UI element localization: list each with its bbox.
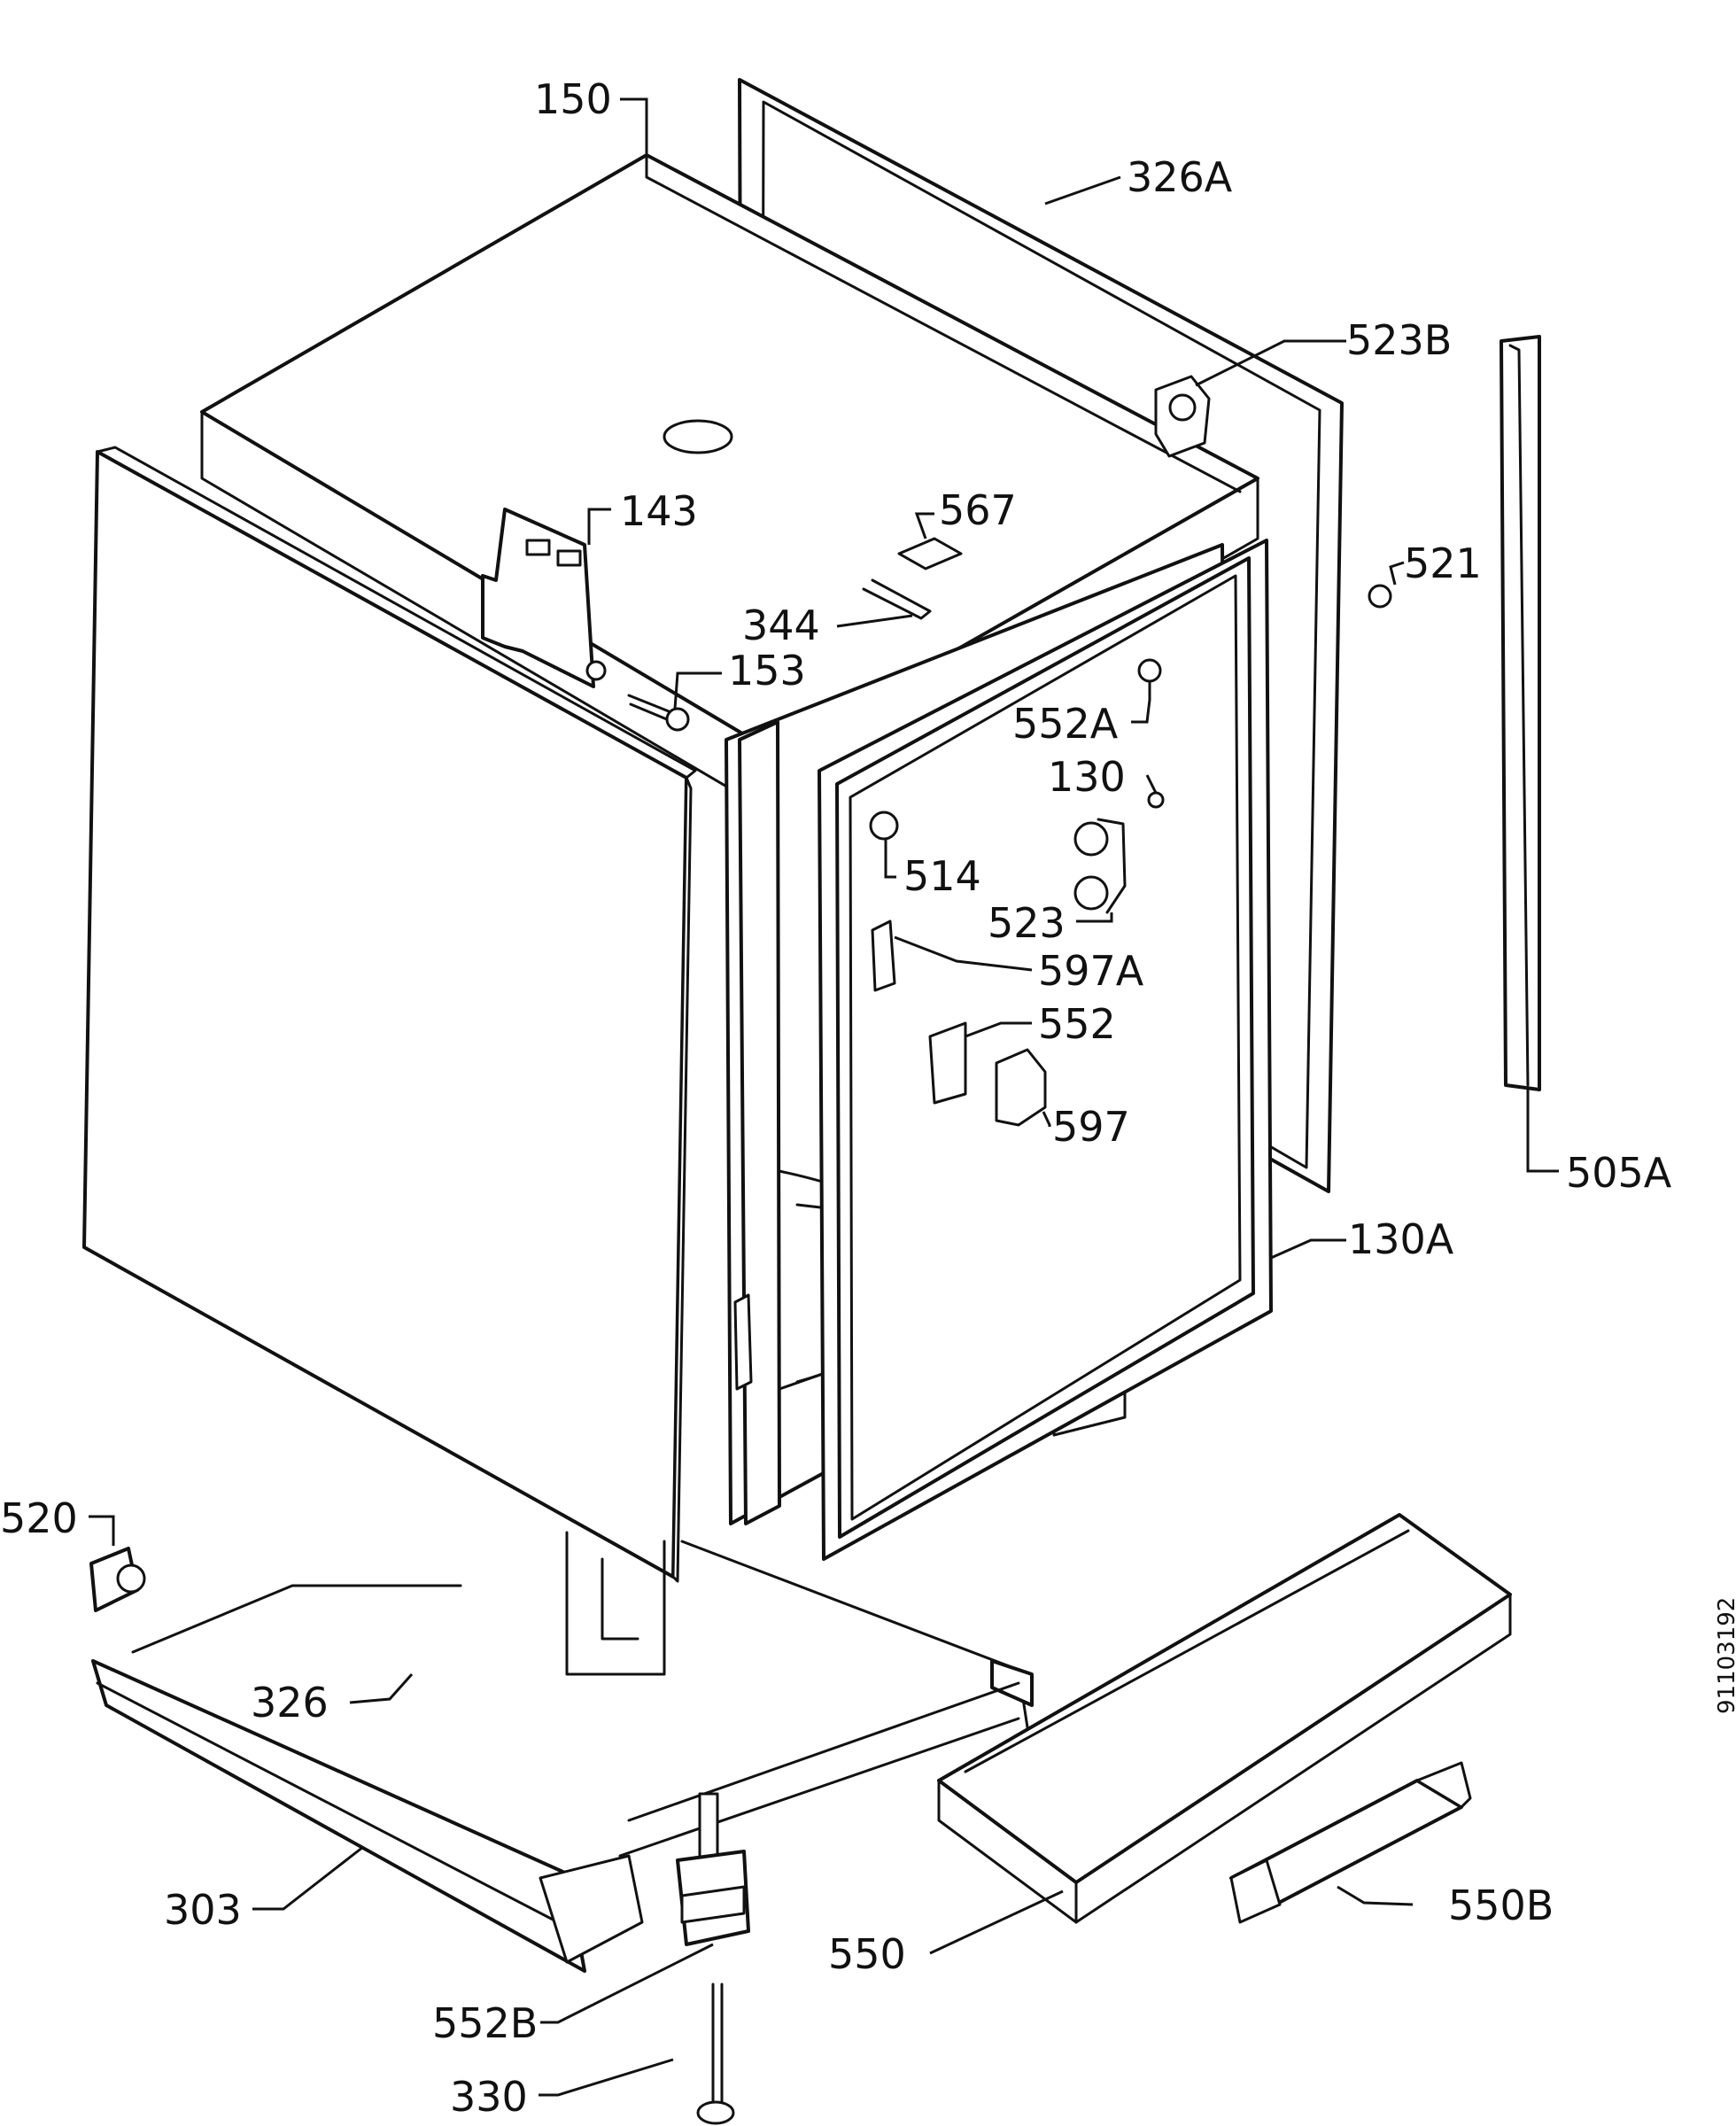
front-strip [733, 720, 781, 1525]
callout-514: 514 [903, 852, 981, 900]
callout-153: 153 [728, 647, 806, 694]
hinge-bracket-143 [481, 508, 607, 688]
plinth-rail-550 [937, 1513, 1512, 1924]
side-panel-326 [82, 446, 697, 1583]
rollers-523 [1073, 818, 1127, 914]
hinge-523B [1154, 375, 1211, 458]
screw-153 [627, 694, 690, 732]
latch-597 [995, 1048, 1047, 1127]
corner-profile-505A [1500, 335, 1541, 1091]
foot-bracket-520 [89, 1547, 146, 1612]
callout-130A: 130A [1348, 1215, 1454, 1263]
callout-552: 552 [1038, 1000, 1116, 1048]
front-rail-303 [91, 1584, 644, 1973]
callout-130: 130 [1048, 753, 1126, 801]
callout-150: 150 [534, 75, 612, 123]
callout-303: 303 [164, 1886, 242, 1934]
callout-143: 143 [620, 487, 698, 535]
leader-lines [89, 97, 1559, 2097]
callout-344: 344 [742, 601, 820, 649]
ring-130 [1147, 791, 1165, 809]
cap-521 [1368, 584, 1392, 609]
screw-330 [696, 1982, 735, 2125]
callout-330: 330 [450, 2073, 528, 2121]
callout-505A: 505A [1566, 1149, 1672, 1197]
adjustable-foot-552B [676, 1792, 750, 1946]
callout-597A: 597A [1038, 947, 1144, 995]
callout-552A: 552A [1012, 700, 1119, 748]
callout-521: 521 [1404, 539, 1482, 587]
drawing-code: 91103192 [1714, 1597, 1736, 1714]
plug-514 [869, 811, 899, 841]
clip-567 [897, 537, 963, 570]
callout-523B: 523B [1346, 316, 1452, 364]
catch-597A [871, 919, 896, 992]
callout-567: 567 [939, 486, 1017, 534]
callout-597: 597 [1052, 1103, 1130, 1151]
strip-552 [928, 1021, 967, 1105]
pin-552A [1137, 658, 1162, 702]
callout-550B: 550B [1448, 1882, 1554, 1929]
callout-550: 550 [828, 1930, 906, 1978]
spring-344 [862, 578, 932, 620]
callout-labels: 150 326A 523B 143 567 521 344 153 552A 1… [0, 75, 1672, 2121]
callout-552B: 552B [432, 1999, 538, 2047]
callout-326A: 326A [1127, 153, 1233, 201]
bracket-550B [1229, 1761, 1472, 1924]
base-frame [565, 1531, 1034, 1858]
callout-326: 326 [251, 1679, 329, 1726]
callout-523: 523 [988, 899, 1066, 947]
callout-520: 520 [0, 1494, 78, 1542]
